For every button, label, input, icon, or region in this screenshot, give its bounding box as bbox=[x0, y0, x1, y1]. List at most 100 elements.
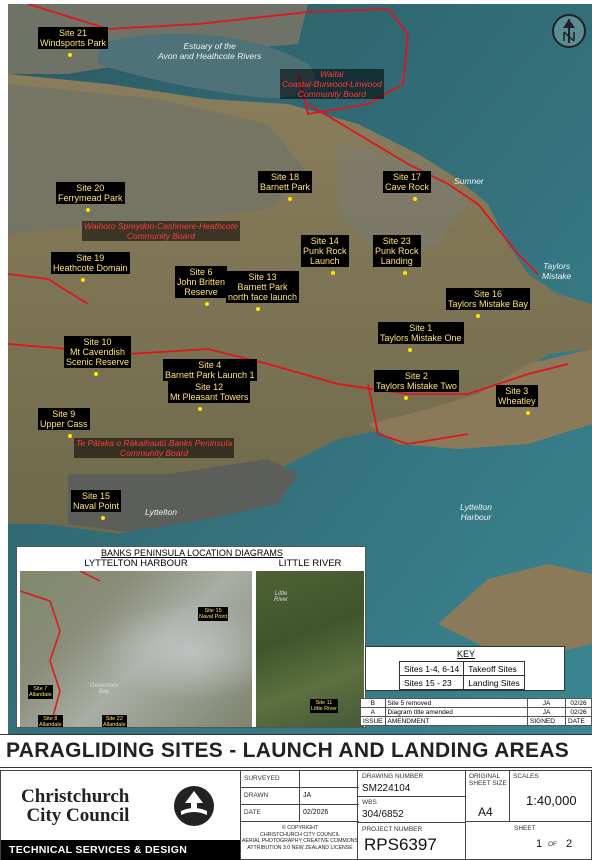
amend-signed: JA bbox=[527, 698, 566, 708]
key-row: Sites 15 - 23 Landing Sites bbox=[398, 675, 525, 690]
council-line1: Christchurch bbox=[21, 786, 130, 807]
site-23-marker[interactable] bbox=[403, 271, 407, 275]
mini-site-22[interactable]: Site 22AllandaleDomain bbox=[102, 715, 127, 727]
site-20-marker[interactable] bbox=[86, 208, 90, 212]
amend-issue: A bbox=[360, 707, 386, 717]
amend-date: 02/26 bbox=[565, 698, 592, 708]
site-16-marker[interactable] bbox=[476, 314, 480, 318]
council-name: Christchurch City Council bbox=[21, 787, 129, 825]
sheet-size: A4 bbox=[478, 805, 493, 819]
sheet-size-label: ORIGINAL SHEET SIZE bbox=[469, 773, 507, 787]
site-17-marker[interactable] bbox=[413, 197, 417, 201]
headland bbox=[368, 349, 592, 449]
site-15-marker[interactable] bbox=[101, 516, 105, 520]
site-10-marker[interactable] bbox=[94, 372, 98, 376]
panel-title-lyttelton: LYTTELTON HARBOUR bbox=[84, 558, 188, 569]
site-3-marker[interactable] bbox=[526, 411, 530, 415]
sheet-total: 2 bbox=[566, 838, 573, 850]
sheet-size-block: ORIGINAL SHEET SIZE A4 bbox=[466, 770, 510, 822]
amend-header-date: DATE bbox=[565, 716, 592, 726]
site-19-marker[interactable] bbox=[81, 278, 85, 282]
council-line2: City Council bbox=[26, 805, 130, 826]
amend-text: Site 5 removed bbox=[384, 698, 529, 708]
numbers-block: DRAWING NUMBER SM224104 WBS 304/6852 PRO… bbox=[358, 770, 466, 860]
key-row: Sites 1-4, 6-14 Takeoff Sites bbox=[398, 661, 525, 676]
key-range: Sites 1-4, 6-14 bbox=[398, 661, 465, 676]
drawing-number: SM224104 bbox=[362, 783, 411, 794]
council-block: Christchurch City Council TECHNICAL SERV… bbox=[0, 770, 241, 860]
amend-header-text: AMENDMENT bbox=[384, 716, 529, 726]
scale-value: 1:40,000 bbox=[526, 793, 577, 808]
amendment-row: B Site 5 removed JA 02/26 bbox=[360, 698, 592, 708]
amendment-header: ISSUE AMENDMENT SIGNED DATE bbox=[360, 716, 592, 726]
inset-title: BANKS PENINSULA LOCATION DIAGRAMS bbox=[101, 548, 283, 558]
date-value: 02/2026 bbox=[303, 809, 329, 816]
location-diagrams-inset: BANKS PENINSULA LOCATION DIAGRAMS LYTTEL… bbox=[16, 546, 366, 728]
map-key: KEY Sites 1-4, 6-14 Takeoff Sites Sites … bbox=[365, 646, 565, 691]
drawn-label: DRAWN bbox=[244, 792, 269, 799]
key-type: Takeoff Sites bbox=[463, 661, 525, 676]
estuary bbox=[98, 33, 316, 98]
site-1-marker[interactable] bbox=[408, 348, 412, 352]
site-14-marker[interactable] bbox=[331, 271, 335, 275]
site-21-marker[interactable] bbox=[68, 53, 72, 57]
project-number: RPS6397 bbox=[364, 835, 437, 854]
mini-site-8[interactable]: Site 8AllandaleLaunch 2 bbox=[38, 715, 63, 727]
sheet-of: OF bbox=[548, 841, 558, 848]
amend-date: 02/26 bbox=[565, 707, 592, 717]
site-12-marker[interactable] bbox=[198, 407, 202, 411]
scale-block: SCALES 1:40,000 bbox=[510, 770, 592, 822]
sheet-label: SHEET bbox=[514, 825, 536, 832]
site-2-marker[interactable] bbox=[404, 396, 408, 400]
drawing-number-label: DRAWING NUMBER bbox=[362, 773, 424, 780]
title-block: Christchurch City Council TECHNICAL SERV… bbox=[0, 770, 592, 860]
amendment-row: A Diagram title amended JA 02/26 bbox=[360, 707, 592, 717]
site-9-marker[interactable] bbox=[68, 434, 72, 438]
map-terrain bbox=[8, 4, 592, 734]
site-13-marker[interactable] bbox=[256, 307, 260, 311]
surveyed-label: SURVEYED bbox=[244, 775, 280, 782]
site-6-marker[interactable] bbox=[205, 302, 209, 306]
sumner-suburb bbox=[338, 144, 468, 254]
panel-title-little-river: LITTLE RIVER bbox=[278, 558, 342, 569]
amend-header-issue: ISSUE bbox=[360, 716, 386, 726]
drawing-title: PARAGLIDING SITES - LAUNCH AND LANDING A… bbox=[6, 739, 570, 762]
wbs-value: 304/6852 bbox=[362, 809, 404, 820]
water-lyttelton: Lyttelton bbox=[145, 507, 177, 517]
department-banner: TECHNICAL SERVICES & DESIGN bbox=[1, 840, 241, 860]
date-label: DATE bbox=[244, 809, 261, 816]
wbs-label: WBS bbox=[362, 799, 377, 806]
site-18-marker[interactable] bbox=[288, 197, 292, 201]
